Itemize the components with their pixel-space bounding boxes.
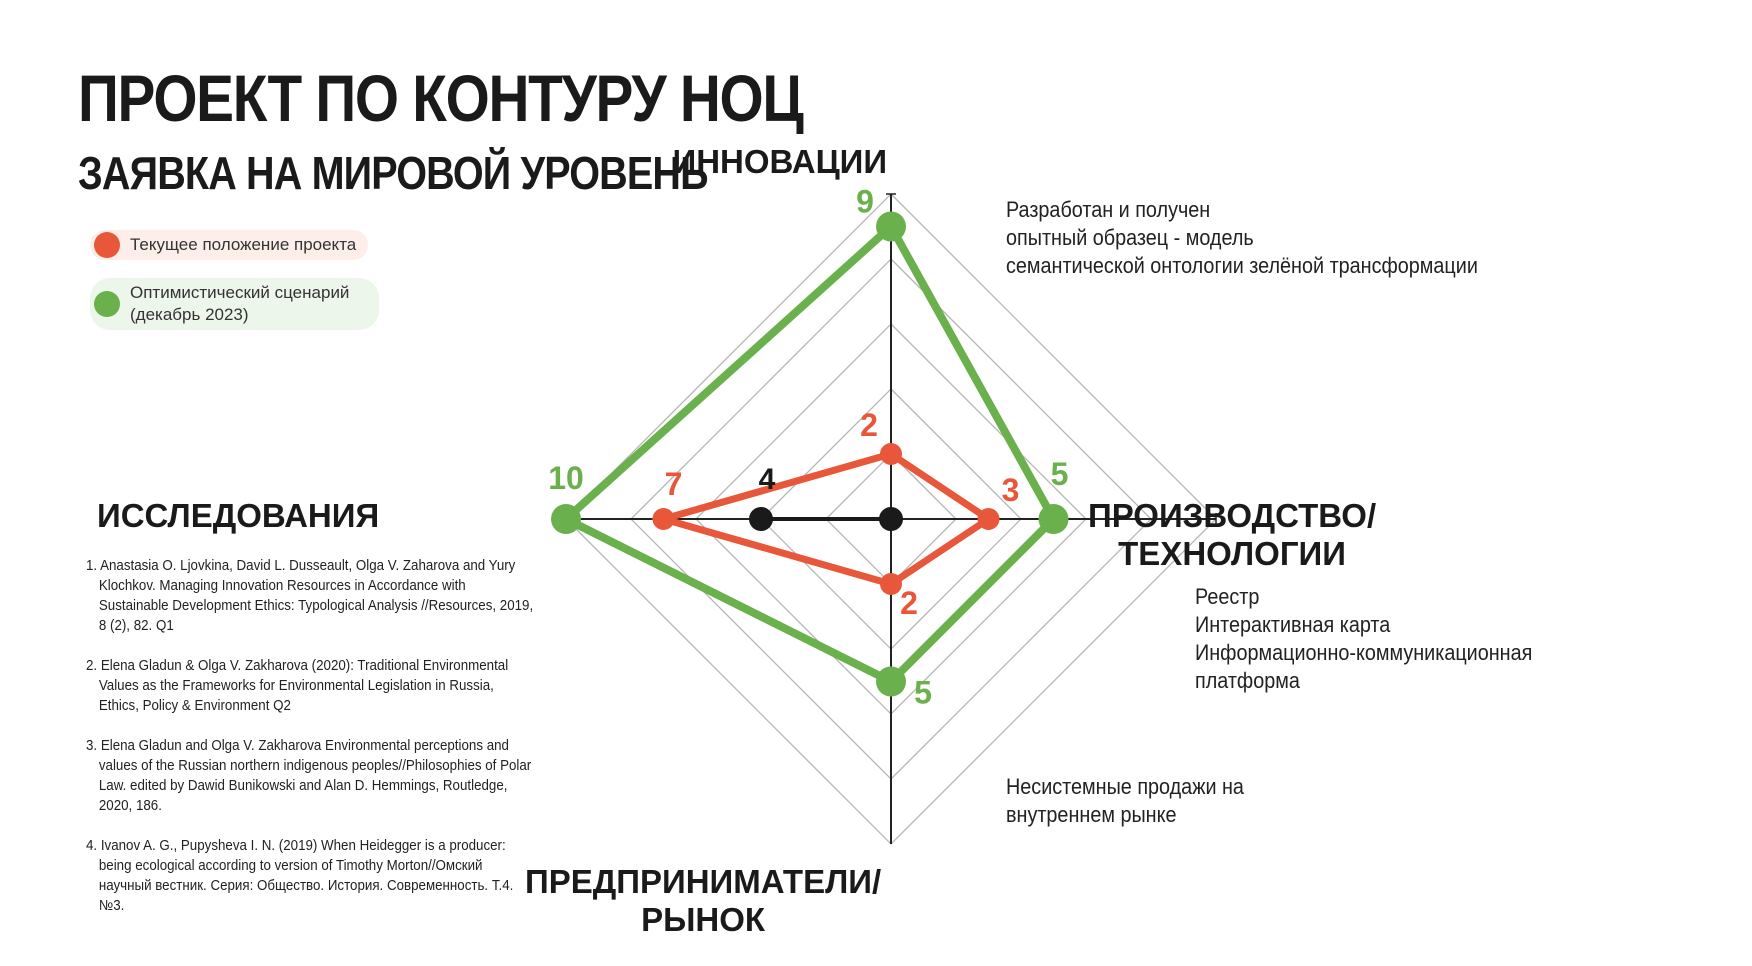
legend-current-marker <box>94 232 120 258</box>
baseline-label: 4 <box>759 463 776 496</box>
legend-optimistic-marker <box>94 291 120 317</box>
data-point <box>977 508 1000 530</box>
axis-label-innovation: ИННОВАЦИИ <box>672 143 888 180</box>
data-point <box>652 508 675 530</box>
data-label: 5 <box>1051 456 1069 492</box>
axis-label-research: ИССЛЕДОВАНИЯ <box>97 497 380 534</box>
data-label: 10 <box>548 460 584 496</box>
note-innovation: Разработан и получен опытный образец - м… <box>1006 197 1478 278</box>
page-subtitle: ЗАЯВКА НА МИРОВОЙ УРОВЕНЬ <box>78 147 709 199</box>
data-point <box>880 443 902 465</box>
data-point <box>876 666 906 697</box>
baseline-origin-point <box>879 507 903 531</box>
reference-item: 1. Anastasia O. Ljovkina, David L. Dusse… <box>86 558 534 634</box>
note-production: Реестр Интерактивная карта Информационно… <box>1195 584 1533 693</box>
data-point <box>880 573 902 595</box>
data-label: 5 <box>914 675 932 711</box>
data-point <box>876 211 906 242</box>
data-label: 2 <box>860 407 878 443</box>
axis-label-market: ПРЕДПРИНИМАТЕЛИ/ РЫНОК <box>525 863 882 938</box>
baseline-point <box>749 507 773 531</box>
data-point <box>1038 504 1069 534</box>
reference-item: 3. Elena Gladun and Olga V. Zakharova En… <box>86 738 532 814</box>
axis-label-production: ПРОИЗВОДСТВО/ ТЕХНОЛОГИИ <box>1088 497 1377 572</box>
data-point <box>551 504 581 534</box>
legend-current: Текущее положение проекта <box>90 230 369 260</box>
series-line-optimistic <box>558 220 1059 687</box>
page-title: ПРОЕКТ ПО КОНТУРУ НОЦ <box>78 61 804 135</box>
data-label: 2 <box>900 585 918 621</box>
data-label: 3 <box>1002 472 1020 508</box>
legend-optimistic-label: Оптимистический сценарий (декабрь 2023) <box>130 283 350 324</box>
legend-current-label: Текущее положение проекта <box>130 235 357 254</box>
note-market: Несистемные продажи на внутреннем рынке <box>1006 774 1244 827</box>
reference-item: 2. Elena Gladun & Olga V. Zakharova (202… <box>86 658 509 714</box>
reference-item: 4. Ivanov A. G., Pupysheva I. N. (2019) … <box>86 838 514 914</box>
data-label: 9 <box>856 184 874 220</box>
data-label: 7 <box>665 466 683 502</box>
legend-optimistic: Оптимистический сценарий (декабрь 2023) <box>90 278 380 330</box>
references-list: 1. Anastasia O. Ljovkina, David L. Dusse… <box>86 556 576 936</box>
